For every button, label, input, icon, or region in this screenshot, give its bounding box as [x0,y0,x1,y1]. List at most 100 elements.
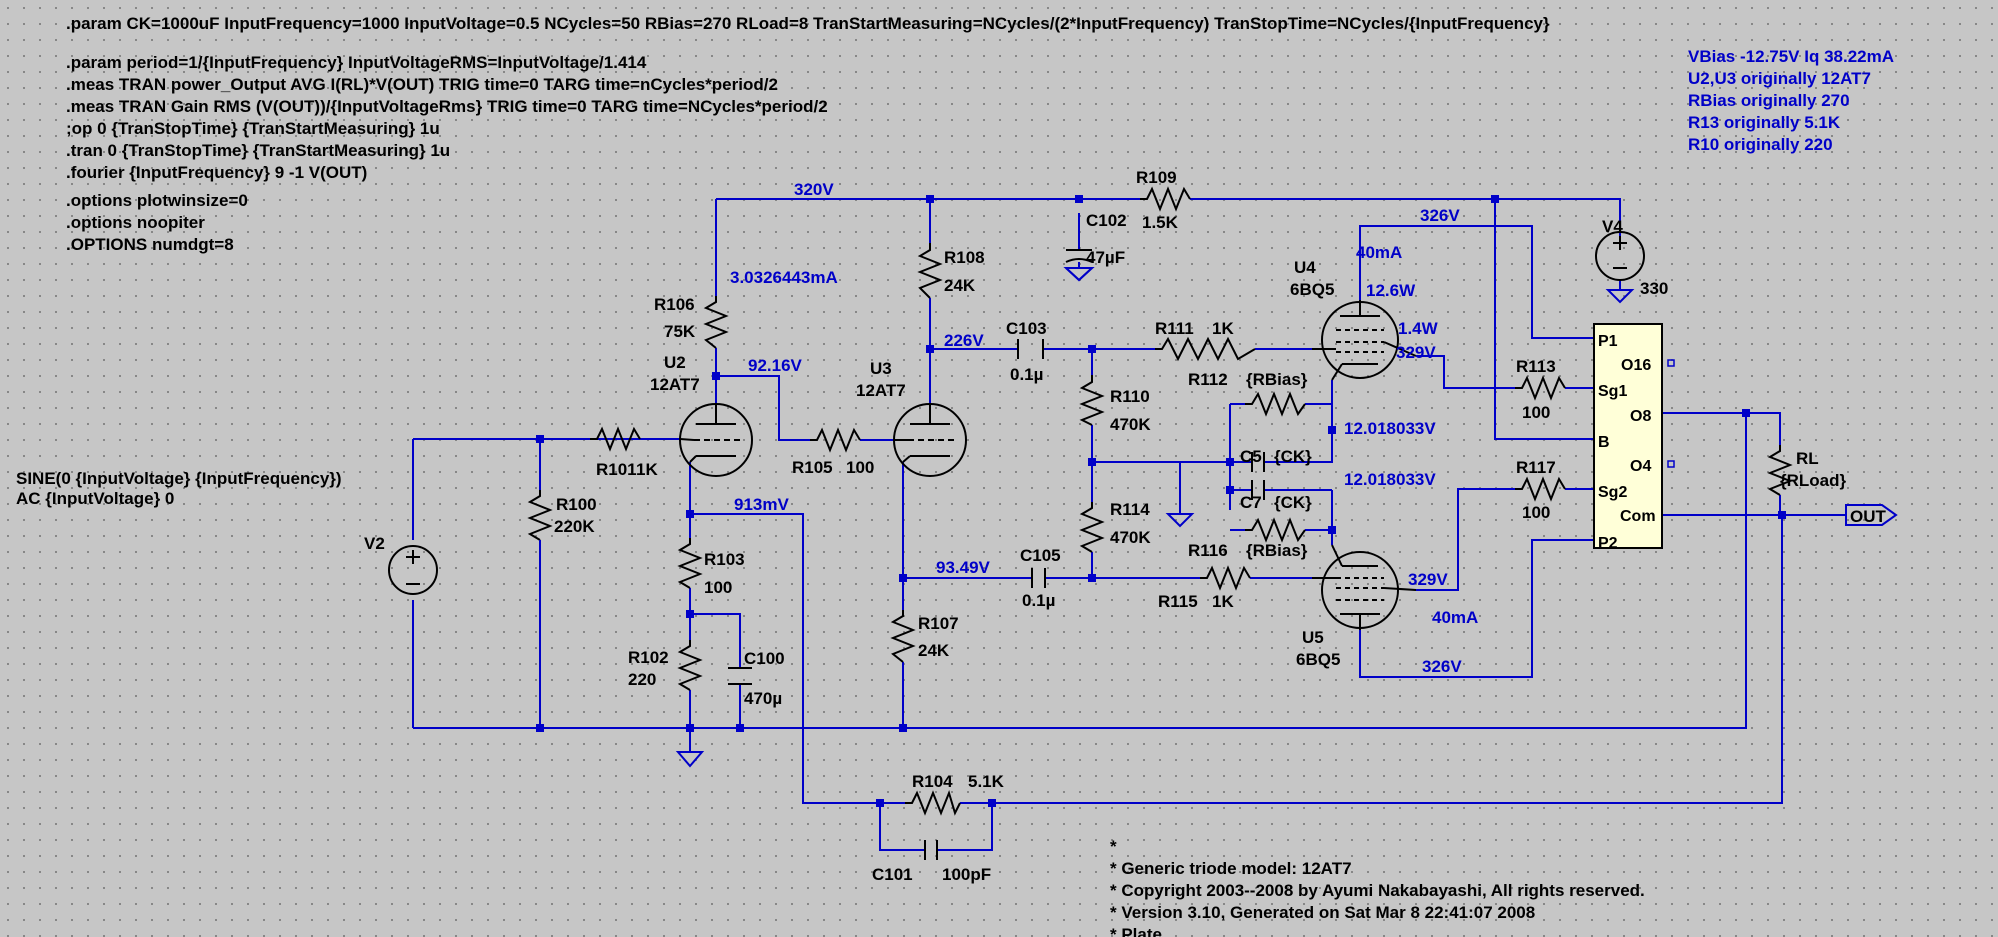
note-r13: R13 originally 5.1K [1688,113,1841,132]
comment-line: * Generic triode model: 12AT7 [1110,859,1352,878]
resistor-r102[interactable] [677,640,703,691]
value-r106: 75K [664,322,696,341]
comment-line: * Copyright 2003--2008 by Ayumi Nakabaya… [1110,881,1645,900]
resistor-r112[interactable] [1245,391,1306,417]
options-noopiter[interactable]: .options noopiter [66,213,205,232]
resistor-r116[interactable] [1245,517,1306,543]
capacitor-c5[interactable] [1251,452,1265,472]
label-r115: R115 [1158,592,1198,611]
junction [1075,195,1083,203]
voltage-source-v4[interactable] [1595,199,1645,281]
label-r113: R113 [1516,357,1556,376]
resistor-r114[interactable] [1079,502,1105,553]
output-transformer[interactable]: P1 Sg1 B Sg2 P2 O16 O8 O4 Com [1593,323,1675,552]
resistor-r109[interactable] [1140,186,1191,212]
label-r105: R105 [792,458,833,477]
pentode-u5[interactable] [1312,544,1417,630]
triode-u3[interactable] [893,403,967,477]
junction [1088,345,1096,353]
pin-o8: O8 [1630,408,1651,425]
label-c100: C100 [744,649,785,668]
label-u5: U5 [1302,628,1324,647]
comment-line: * Version 3.10, Generated on Sat Mar 8 2… [1110,903,1535,922]
junctions [536,195,1786,807]
junction [686,610,694,618]
junction [686,510,694,518]
pin-o16: O16 [1621,357,1651,374]
voltage-source-v2[interactable] [388,545,438,595]
v2-sine-spec: SINE(0 {InputVoltage} {InputFrequency}) [16,469,342,488]
options-plotwinsize[interactable]: .options plotwinsize=0 [66,191,248,210]
capacitor-c101[interactable] [924,840,938,860]
value-r107: 24K [918,641,950,660]
resistor-r117[interactable] [1515,476,1566,502]
resistors[interactable] [527,186,1793,816]
meas-gain-directive[interactable]: .meas TRAN Gain RMS (V(OUT))/{InputVolta… [66,97,828,116]
value-r112: {RBias} [1246,370,1308,389]
label-r101: R101 [596,460,637,479]
power-u4-screen: 1.4W [1398,319,1439,338]
label-r104: R104 [912,772,953,791]
capacitor-c100[interactable] [728,667,752,685]
junction [1226,458,1234,466]
param-directive-period[interactable]: .param period=1/{InputFrequency} InputVo… [66,53,647,72]
resistor-r108[interactable] [917,243,943,299]
node-326v-bottom: 326V [1422,657,1462,676]
capacitors[interactable] [728,249,1265,860]
resistor-r107[interactable] [890,610,916,663]
resistor-r103[interactable] [677,538,703,589]
value-r110: 470K [1110,415,1151,434]
resistor-r100[interactable] [527,490,553,541]
label-r102: R102 [628,648,669,667]
param-directive-main[interactable]: .param CK=1000uF InputFrequency=1000 Inp… [66,14,1550,33]
capacitor-c105[interactable] [1031,568,1046,588]
pin-com: Com [1620,508,1656,525]
out-port-flag[interactable]: OUT [1845,504,1898,526]
junction [736,724,744,732]
resistor-r111[interactable] [1155,336,1256,362]
resistor-r105[interactable] [810,427,861,453]
resistor-r115[interactable] [1200,565,1251,591]
pin-o4: O4 [1630,458,1651,475]
capacitor-c7[interactable] [1251,480,1265,500]
spice-directives[interactable]: .param CK=1000uF InputFrequency=1000 Inp… [66,14,1550,254]
resistor-r106[interactable] [703,296,729,349]
junction [536,724,544,732]
resistor-r110[interactable] [1079,375,1105,426]
pin-sg1: Sg1 [1598,383,1627,400]
fourier-directive[interactable]: .fourier {InputFrequency} 9 -1 V(OUT) [66,163,367,182]
pin-b: B [1598,434,1610,451]
meas-power-directive[interactable]: .meas TRAN power_Output AVG I(RL)*V(OUT)… [66,75,778,94]
capacitor-c103[interactable] [1017,339,1044,359]
resistor-r113[interactable] [1515,375,1566,401]
model-u3: 12AT7 [856,381,906,400]
node-326v-top: 326V [1420,206,1460,225]
resistor-r101[interactable] [590,426,641,452]
label-r100: R100 [556,495,597,514]
tran-directive[interactable]: .tran 0 {TranStopTime} {TranStartMeasuri… [66,141,450,160]
label-r116: R116 [1188,541,1228,560]
value-r100: 220K [554,517,595,536]
label-c7: C7 [1240,493,1262,512]
value-c102: 47µF [1086,248,1125,267]
options-numdgt[interactable]: .OPTIONS numdgt=8 [66,235,234,254]
value-r117: 100 [1522,503,1550,522]
current-r106: 3.0326443mA [730,268,838,287]
value-c101: 100pF [942,865,991,884]
pentode-u4[interactable] [1312,300,1417,381]
resistor-rl[interactable] [1767,445,1793,496]
op-directive-commented[interactable]: ;op 0 {TranStopTime} {TranStartMeasuring… [66,119,440,138]
value-c100: 470µ [744,689,782,708]
resistor-r104[interactable] [905,789,961,816]
junction [899,724,907,732]
label-u3: U3 [870,359,892,378]
value-r109: 1.5K [1142,213,1179,232]
triode-u2[interactable] [679,403,753,477]
label-u4: U4 [1294,258,1316,277]
model-u5: 6BQ5 [1296,650,1340,669]
node-329v-bottom: 329V [1408,570,1448,589]
junction [1491,195,1499,203]
ground-symbol [1165,513,1195,528]
value-rl: {RLoad} [1780,471,1847,490]
